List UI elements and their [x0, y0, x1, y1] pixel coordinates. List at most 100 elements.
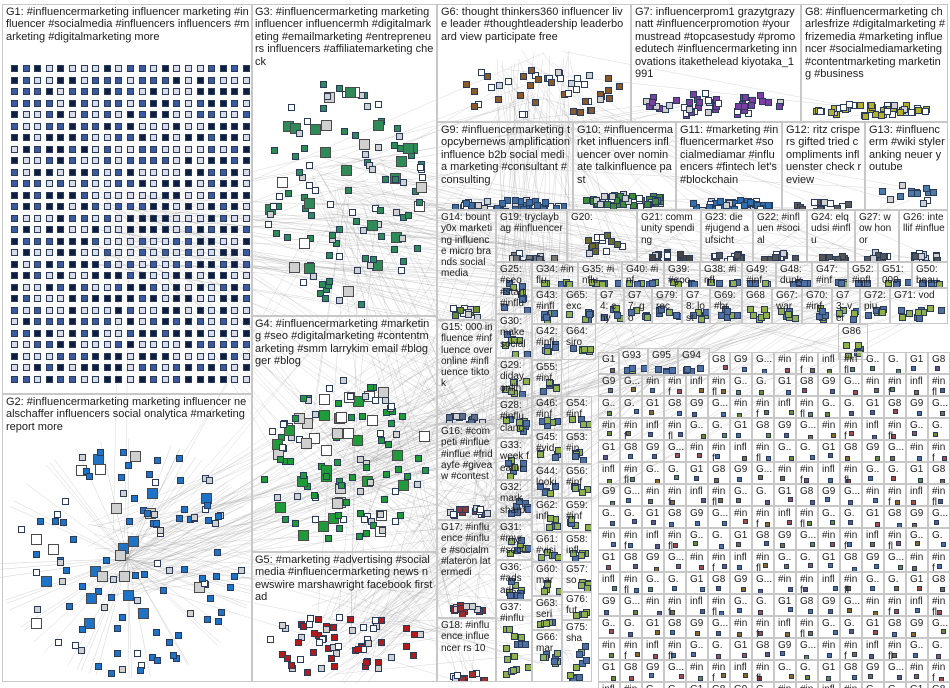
graph-edge: [46, 464, 128, 559]
group-cell: G8: [884, 396, 906, 418]
group-cell-label: G9: [866, 442, 880, 453]
graph-node: [138, 203, 146, 210]
graph-node: [470, 88, 478, 96]
group-cell-label: G8: [932, 574, 946, 585]
group-cell: G9: [818, 594, 840, 616]
graph-node: [69, 157, 76, 164]
group-label: G76: fut: [566, 594, 591, 617]
graph-edge: [320, 156, 601, 240]
graph-edge: [521, 50, 683, 286]
graph-node: [325, 385, 333, 393]
graph-node: [11, 272, 18, 279]
graph-node: [352, 435, 364, 447]
graph-node: [34, 226, 42, 233]
graph-node: [196, 203, 204, 210]
graph-node: [899, 314, 907, 322]
graph-node: [69, 145, 76, 153]
graph-node: [138, 306, 146, 314]
graph-node: [127, 272, 134, 279]
group-cell-label: #inf: [800, 684, 815, 688]
graph-node: [231, 226, 239, 233]
group-label: G38: #infl: [704, 264, 737, 287]
graph-edge: [114, 205, 461, 617]
graph-node: [410, 652, 418, 660]
group-cell: G...: [796, 418, 818, 440]
graph-node: [636, 202, 644, 209]
graph-node: [625, 497, 631, 503]
graph-node: [332, 428, 344, 440]
graph-node: [388, 654, 396, 662]
graph-node: [265, 221, 273, 229]
graph-node: [208, 226, 216, 233]
graph-node: [80, 237, 88, 245]
graph-edge: [114, 287, 549, 571]
graph-node: [180, 505, 188, 513]
graph-node: [11, 295, 18, 302]
graph-node: [103, 283, 111, 291]
graph-edge: [506, 127, 547, 655]
group-g24: G24: elqudsi #influ: [807, 210, 855, 262]
group-cell: G9: [862, 660, 884, 682]
graph-node: [150, 352, 158, 360]
group-cell-label: G1: [910, 354, 924, 365]
graph-node: [464, 311, 472, 319]
graph-node: [57, 99, 65, 107]
graph-node: [22, 295, 30, 302]
group-cell-label: G.: [668, 684, 683, 688]
graph-node: [56, 559, 64, 567]
graph-node: [173, 352, 181, 360]
graph-node: [398, 235, 406, 243]
graph-node: [649, 673, 655, 679]
group-cell-label: infl: [910, 486, 923, 497]
graph-edge: [319, 503, 459, 653]
graph-node: [176, 455, 184, 463]
graph-node: [889, 455, 895, 461]
group-cell: infl: [906, 594, 928, 616]
graph-edge: [132, 303, 702, 575]
graph-node: [161, 76, 169, 84]
graph-node: [335, 296, 343, 304]
graph-node: [830, 519, 836, 525]
group-label: G11: #marketing #influencermarket #socia…: [680, 124, 780, 186]
graph-edge: [340, 255, 678, 683]
group-cell: #in: [774, 462, 796, 484]
graph-edge: [127, 505, 245, 559]
graph-node: [103, 180, 111, 187]
graph-node: [805, 675, 811, 681]
graph-node: [191, 514, 199, 522]
graph-edge: [94, 415, 569, 563]
graph-node: [22, 65, 30, 72]
graph-node: [542, 314, 550, 322]
graph-edge: [121, 257, 553, 410]
graph-node: [576, 108, 584, 116]
graph-node: [852, 566, 858, 571]
group-cell-label: G...: [712, 398, 729, 409]
graph-node: [825, 675, 831, 681]
graph-node: [306, 181, 314, 189]
graph-node: [362, 255, 370, 263]
graph-node: [340, 128, 348, 136]
graph-node: [219, 214, 227, 222]
graph-edge: [315, 166, 518, 510]
graph-node: [336, 252, 344, 260]
group-cell-label: G..: [910, 640, 924, 651]
graph-edge: [120, 241, 609, 580]
graph-node: [819, 253, 827, 261]
graph-node: [693, 541, 699, 547]
graph-edge: [330, 311, 571, 491]
group-cell: G...: [796, 638, 818, 660]
graph-edge: [138, 245, 464, 306]
graph-node: [916, 411, 922, 417]
graph-node: [128, 535, 140, 547]
graph-node: [506, 625, 514, 633]
graph-node: [672, 97, 680, 105]
graph-node: [300, 472, 308, 480]
graph-node: [22, 122, 30, 130]
group-cell-label: infl: [646, 420, 659, 431]
group-cell-label: #inf: [712, 442, 726, 462]
group-cell: G1: [818, 660, 840, 682]
graph-node: [108, 593, 116, 601]
graph-node: [208, 76, 216, 84]
graph-node: [776, 102, 783, 110]
graph-node: [80, 214, 88, 222]
